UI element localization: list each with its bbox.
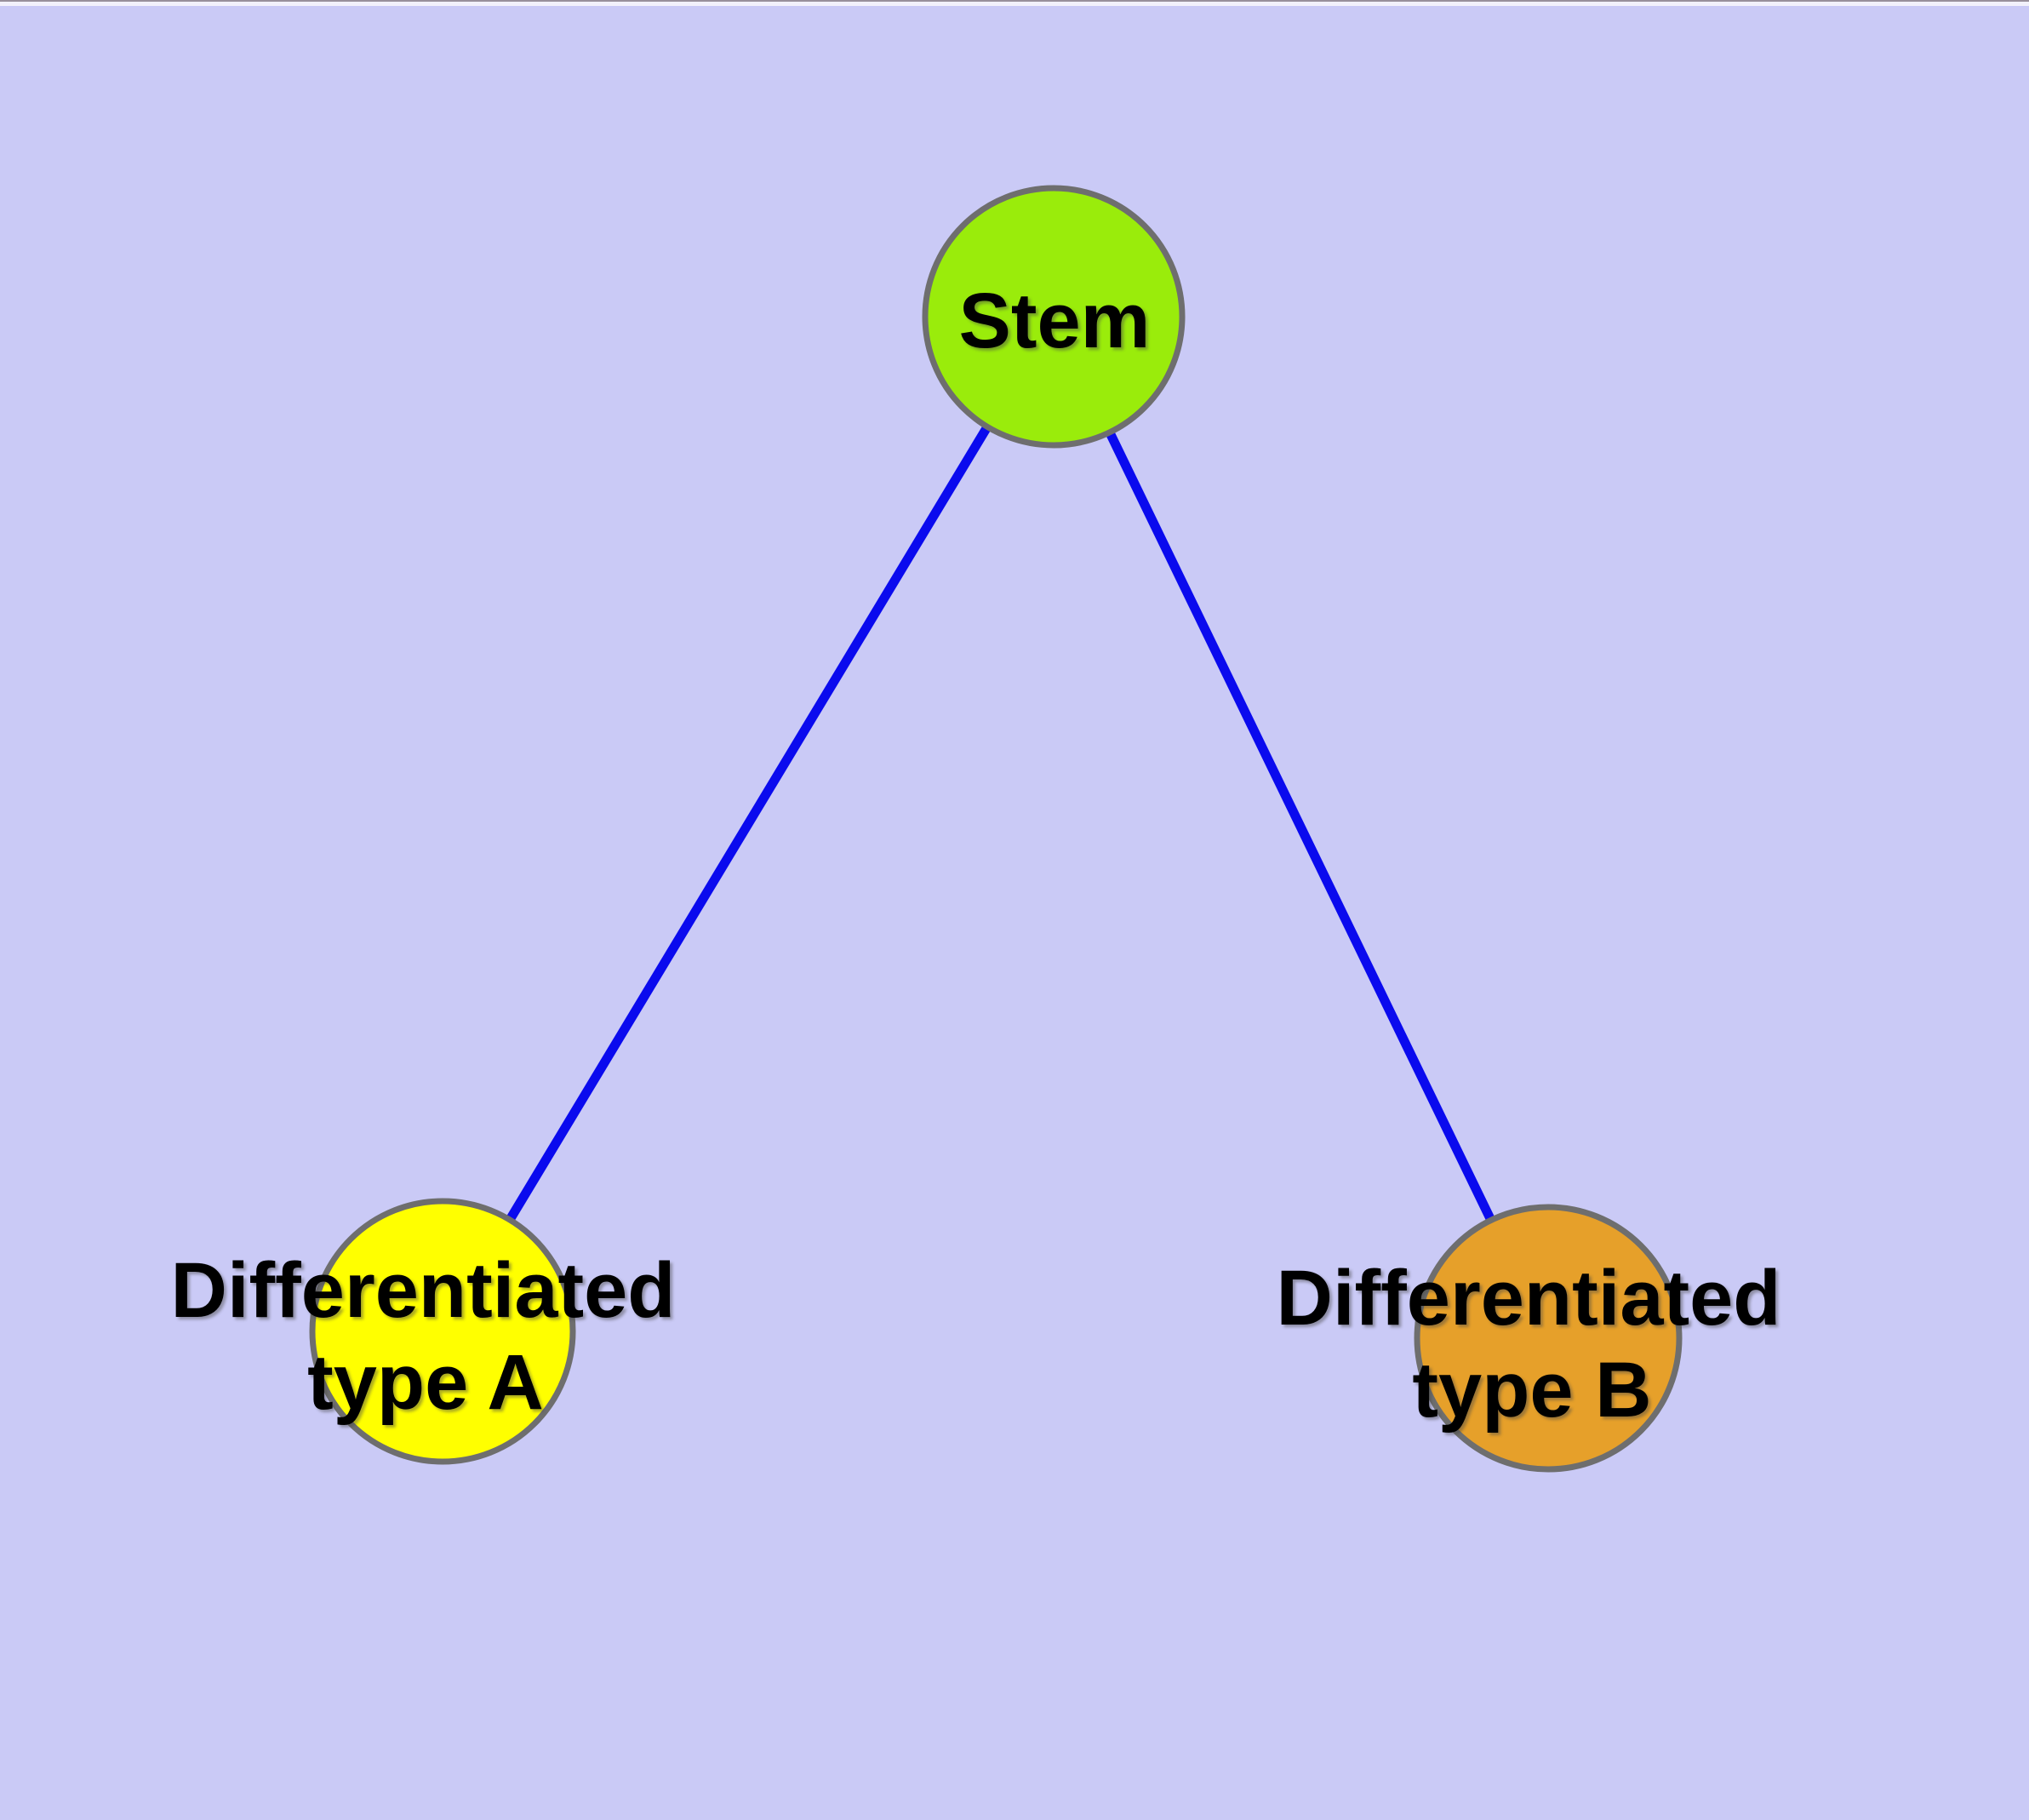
node-stem-label: Stem: [959, 278, 1151, 364]
edge-stem-to-type-b[interactable]: [1049, 314, 1552, 1341]
node-type-a-label-line1: Differentiated: [171, 1247, 676, 1334]
top-window-edge: [0, 0, 2029, 2]
edge-stem-to-type-a[interactable]: [438, 314, 1058, 1334]
node-differentiated-type-a[interactable]: [309, 1198, 576, 1465]
node-type-a-label-line2: type A: [307, 1339, 544, 1426]
node-type-b-label-line1: Differentiated: [1277, 1255, 1781, 1342]
node-stem[interactable]: [922, 185, 1186, 449]
node-differentiated-type-b[interactable]: [1414, 1204, 1683, 1473]
node-type-b-label-line2: type B: [1412, 1347, 1651, 1434]
top-window-strip: [0, 2, 2029, 6]
